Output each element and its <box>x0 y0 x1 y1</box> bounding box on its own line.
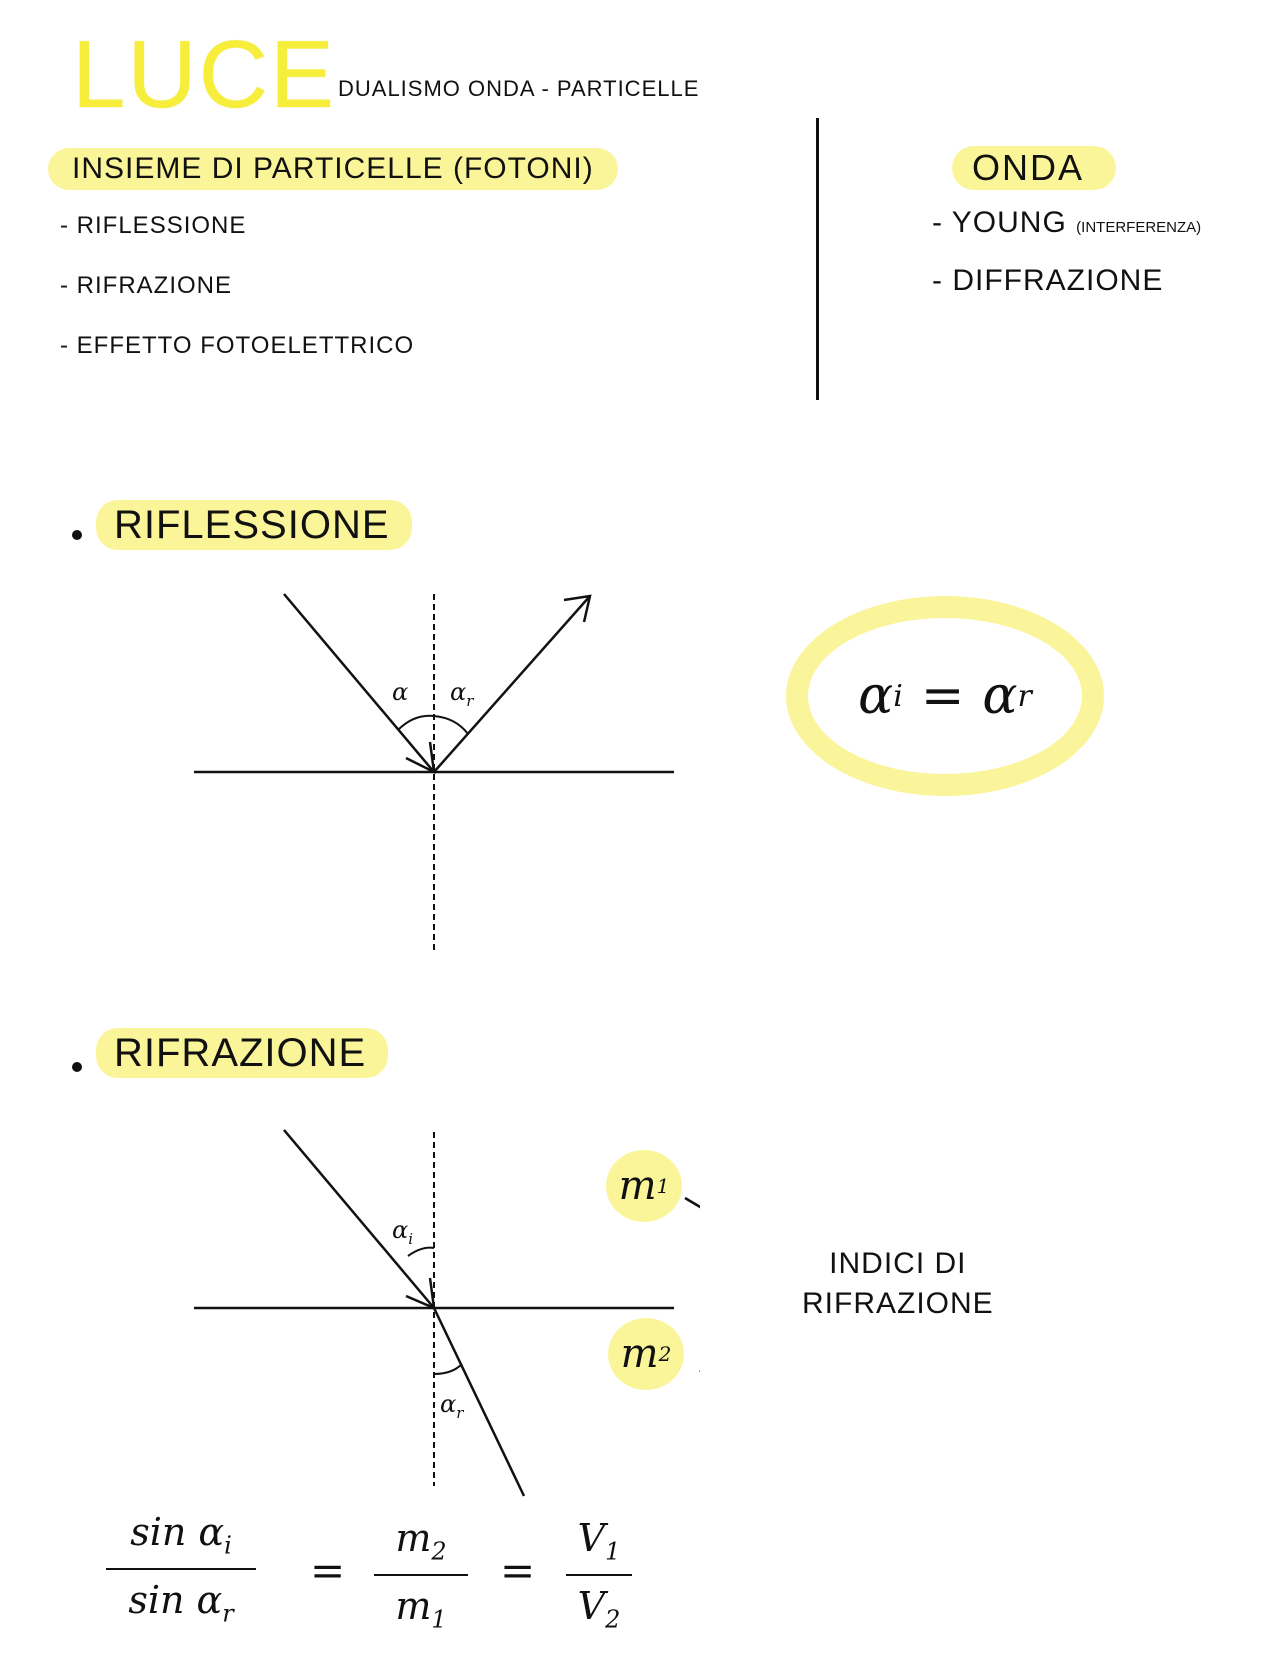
list-item: YOUNG (INTERFERENZA) <box>932 206 1201 264</box>
list-item: RIFRAZIONE <box>60 272 414 332</box>
bullet-dot <box>72 530 82 540</box>
list-item-note: (INTERFERENZA) <box>1076 219 1202 236</box>
wave-list: YOUNG (INTERFERENZA) DIFFRAZIONE <box>932 206 1201 322</box>
refracted-ray <box>432 1307 526 1497</box>
incident-ray <box>283 1129 435 1309</box>
indices-label: INDICI DI RIFRAZIONE <box>802 1247 994 1320</box>
list-item: RIFLESSIONE <box>60 212 414 272</box>
list-item-label: YOUNG <box>951 206 1067 239</box>
bullet-dot <box>72 1062 82 1072</box>
column-divider <box>816 118 819 400</box>
reflection-heading: RIFLESSIONE <box>96 500 412 550</box>
refraction-incident-angle-label: αi <box>392 1216 414 1248</box>
snell-fraction-velocities: V1 V2 <box>566 1516 632 1633</box>
refracted-angle-arc <box>433 1363 463 1375</box>
reflection-incident-angle-label: α <box>392 678 409 706</box>
reflected-angle-arc <box>433 715 469 735</box>
snell-fraction-indices: m2 m1 <box>374 1516 468 1633</box>
reflected-ray <box>433 595 591 773</box>
incident-angle-arc <box>407 1246 435 1257</box>
reflected-arrowhead <box>563 594 592 623</box>
reflection-diagram <box>194 593 674 952</box>
snell-fraction-sines: sin αi sin αr <box>106 1510 256 1627</box>
page-subtitle: DUALISMO ONDA - PARTICELLE <box>338 76 700 101</box>
list-item-label: DIFFRAZIONE <box>952 264 1164 297</box>
equals-sign: = <box>310 1546 346 1595</box>
incident-ray <box>283 593 435 773</box>
incident-angle-arc <box>397 714 435 731</box>
refraction-diagram <box>194 1129 700 1497</box>
refraction-heading: RIFRAZIONE <box>96 1028 389 1078</box>
page-title: LUCE <box>72 21 337 128</box>
wave-heading: ONDA <box>952 146 1117 190</box>
particles-heading: INSIEME DI PARTICELLE (FOTONI) <box>48 148 618 190</box>
list-item: DIFFRAZIONE <box>932 264 1201 322</box>
reflection-reflected-angle-label: αr <box>450 678 474 710</box>
particles-list: RIFLESSIONE RIFRAZIONE EFFETTO FOTOELETT… <box>60 212 414 392</box>
refraction-refracted-angle-label: αr <box>440 1390 464 1422</box>
equals-sign: = <box>500 1546 536 1595</box>
connector-line <box>684 1196 700 1209</box>
list-item: EFFETTO FOTOELETTRICO <box>60 332 414 392</box>
